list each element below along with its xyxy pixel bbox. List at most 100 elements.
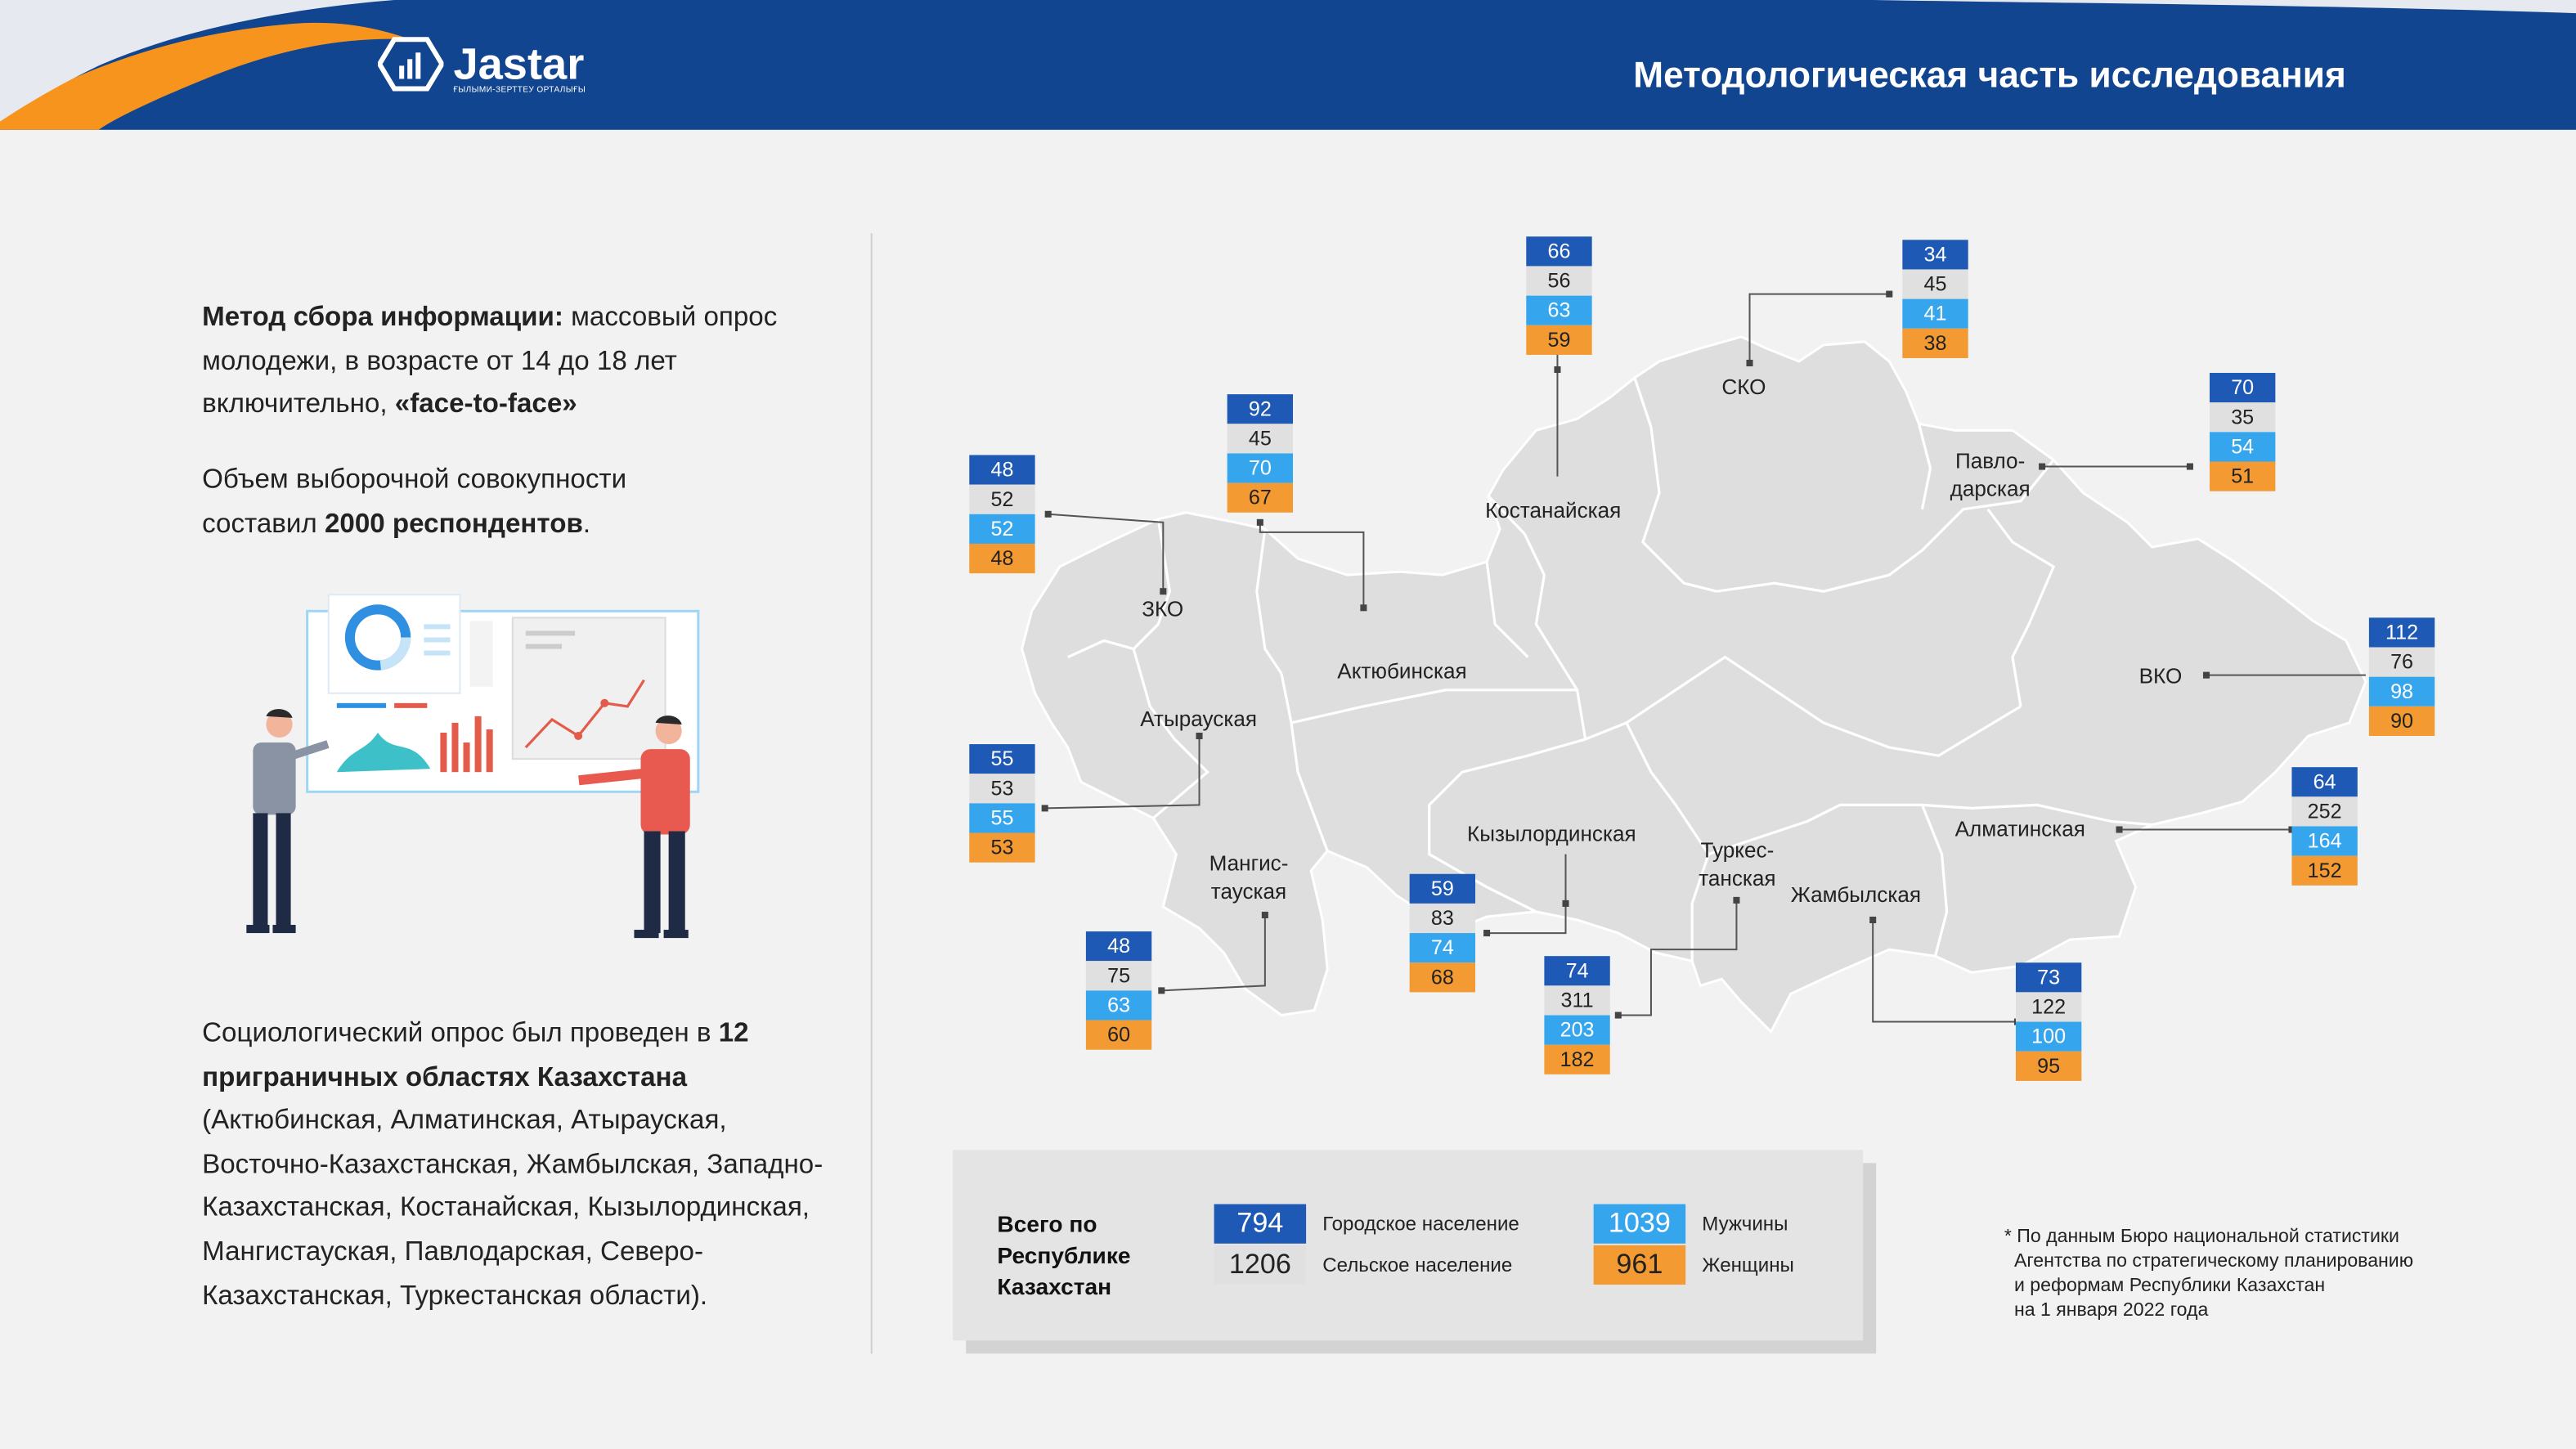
- summary-panel: Всего по Республике Казахстан 794 Городс…: [953, 1150, 1864, 1341]
- stat-value: 53: [969, 774, 1035, 804]
- stat-value: 38: [1902, 328, 1968, 358]
- stat-value: 53: [969, 832, 1035, 863]
- rural-label: Сельское население: [1322, 1253, 1513, 1276]
- stat-box-kostanay: 66 56 63 59: [1526, 236, 1592, 355]
- region-label-kyzylorda: Кызылординская: [1466, 821, 1636, 846]
- stat-value: 74: [1409, 933, 1476, 963]
- urban-value: 794: [1214, 1204, 1307, 1244]
- stat-box-aktobe: 92 45 70 67: [1227, 394, 1294, 513]
- stat-value: 68: [1409, 962, 1476, 993]
- regions-count: 12 приграничных областях Казахстана: [202, 1018, 749, 1092]
- footnote-line: на 1 января 2022 года: [2013, 1301, 2209, 1321]
- region-label-sko: СКО: [1721, 375, 1766, 400]
- region-borders: [1067, 377, 2152, 962]
- stat-box-mangistau: 48 75 63 60: [1085, 931, 1152, 1050]
- regions-list: (Актюбинская, Алматинская, Атырауская, В…: [202, 1106, 824, 1311]
- stat-value: 112: [2368, 617, 2435, 648]
- stat-value: 122: [2015, 992, 2082, 1022]
- stat-box-turkestan: 74 311 203 182: [1544, 956, 1610, 1074]
- leader-lines: [1044, 293, 2366, 1023]
- stat-value: 311: [1544, 985, 1610, 1016]
- stat-value: 98: [2368, 676, 2435, 707]
- stat-value: 52: [969, 514, 1035, 544]
- region-label-aktobe: Актюбинская: [1337, 658, 1467, 684]
- stat-value: 34: [1902, 240, 1968, 270]
- method-label: Метод сбора информации:: [202, 302, 563, 332]
- stat-value: 66: [1526, 236, 1592, 267]
- stat-value: 203: [1544, 1015, 1610, 1045]
- column-divider: [870, 233, 873, 1354]
- stat-value: 35: [2210, 402, 2276, 433]
- women-label: Женщины: [1702, 1253, 1794, 1276]
- header-background: [0, 0, 2576, 130]
- stat-value: 76: [2368, 647, 2435, 677]
- region-label-almaty: Алматинская: [1954, 816, 2085, 841]
- stat-value: 48: [969, 543, 1035, 574]
- stat-value: 55: [969, 803, 1035, 833]
- stat-value: 60: [1085, 1020, 1152, 1050]
- region-label-zko: ЗКО: [1142, 596, 1184, 621]
- region-label-atyrau: Атырауская: [1140, 706, 1258, 731]
- region-label-mangistau: Мангис- тауская: [1209, 850, 1289, 904]
- kazakhstan-map: [1020, 335, 2367, 1034]
- region-label-kostanay: Костанайская: [1485, 497, 1622, 523]
- stat-value: 63: [1085, 990, 1152, 1021]
- stat-value: 100: [2015, 1021, 2082, 1052]
- stat-value: 51: [2210, 461, 2276, 491]
- summary-title: Всего по Республике Казахстан: [997, 1210, 1131, 1300]
- kazakhstan-outline: [1020, 335, 2367, 1034]
- stat-value: 67: [1227, 482, 1294, 513]
- sample-end: .: [582, 508, 591, 539]
- women-value: 961: [1593, 1245, 1686, 1285]
- stat-box-almaty: 64 252 164 152: [2291, 767, 2358, 886]
- stat-value: 70: [2210, 373, 2276, 403]
- stat-value: 64: [2291, 767, 2358, 797]
- jastar-logo-icon: [378, 37, 444, 92]
- method-paragraph: Метод сбора информации: массовый опрос м…: [202, 296, 842, 427]
- urban-label: Городское население: [1322, 1212, 1519, 1236]
- stat-value: 83: [1409, 903, 1476, 934]
- method-text: массовый опрос молодежи, в возрасте от 1…: [202, 302, 778, 419]
- stat-value: 56: [1526, 266, 1592, 296]
- sample-text: Объем выборочной совокупности составил: [202, 464, 627, 539]
- logo: Jastar ҒЫЛЫМИ-ЗЕРТТЕУ ОРТАЛЫҒЫ: [378, 36, 586, 96]
- sample-paragraph: Объем выборочной совокупности составил 2…: [202, 458, 728, 545]
- stat-value: 252: [2291, 796, 2358, 827]
- stat-value: 45: [1902, 269, 1968, 299]
- stat-value: 74: [1544, 956, 1610, 986]
- stat-value: 48: [969, 455, 1035, 485]
- stat-value: 45: [1227, 424, 1294, 454]
- analytics-illustration: [246, 594, 700, 939]
- stat-box-sko: 34 45 41 38: [1902, 240, 1968, 358]
- stat-value: 75: [1085, 961, 1152, 991]
- region-label-vko: ВКО: [2138, 663, 2183, 689]
- region-label-zhambyl: Жамбылская: [1790, 882, 1922, 907]
- stat-value: 95: [2015, 1051, 2082, 1081]
- stat-value: 54: [2210, 432, 2276, 462]
- logo-subtitle: ҒЫЛЫМИ-ЗЕРТТЕУ ОРТАЛЫҒЫ: [453, 85, 586, 96]
- footnote-line: * По данным Бюро национальной статистики: [2004, 1227, 2399, 1247]
- stat-value: 90: [2368, 706, 2435, 737]
- stat-value: 41: [1902, 298, 1968, 329]
- stat-value: 164: [2291, 826, 2358, 856]
- method-format: «face-to-face»: [394, 389, 577, 419]
- stat-value: 152: [2291, 855, 2358, 886]
- logo-text: Jastar: [453, 38, 585, 88]
- stat-box-atyrau: 55 53 55 53: [969, 744, 1035, 863]
- page-title: Методологическая часть исследования: [1633, 54, 2346, 96]
- header-bar: Jastar ҒЫЛЫМИ-ЗЕРТТЕУ ОРТАЛЫҒЫ Методолог…: [0, 0, 2576, 130]
- stat-value: 182: [1544, 1044, 1610, 1074]
- footnote-line: Агентства по стратегическому планировани…: [2013, 1251, 2414, 1272]
- stat-box-vko: 112 76 98 90: [2368, 617, 2435, 737]
- sample-size: 2000 респондентов: [324, 508, 583, 539]
- regions-paragraph: Социологический опрос был проведен в 12 …: [202, 1012, 859, 1318]
- footnote-line: и реформам Республики Казахстан: [2013, 1276, 2326, 1297]
- region-label-turkestan: Туркес- танская: [1699, 837, 1776, 890]
- stat-value: 63: [1526, 295, 1592, 325]
- stat-value: 48: [1085, 931, 1152, 962]
- stat-value: 59: [1526, 325, 1592, 355]
- footnote: * По данным Бюро национальной статистики…: [2004, 1226, 2413, 1325]
- stat-box-zhambyl: 73 122 100 95: [2015, 962, 2082, 1081]
